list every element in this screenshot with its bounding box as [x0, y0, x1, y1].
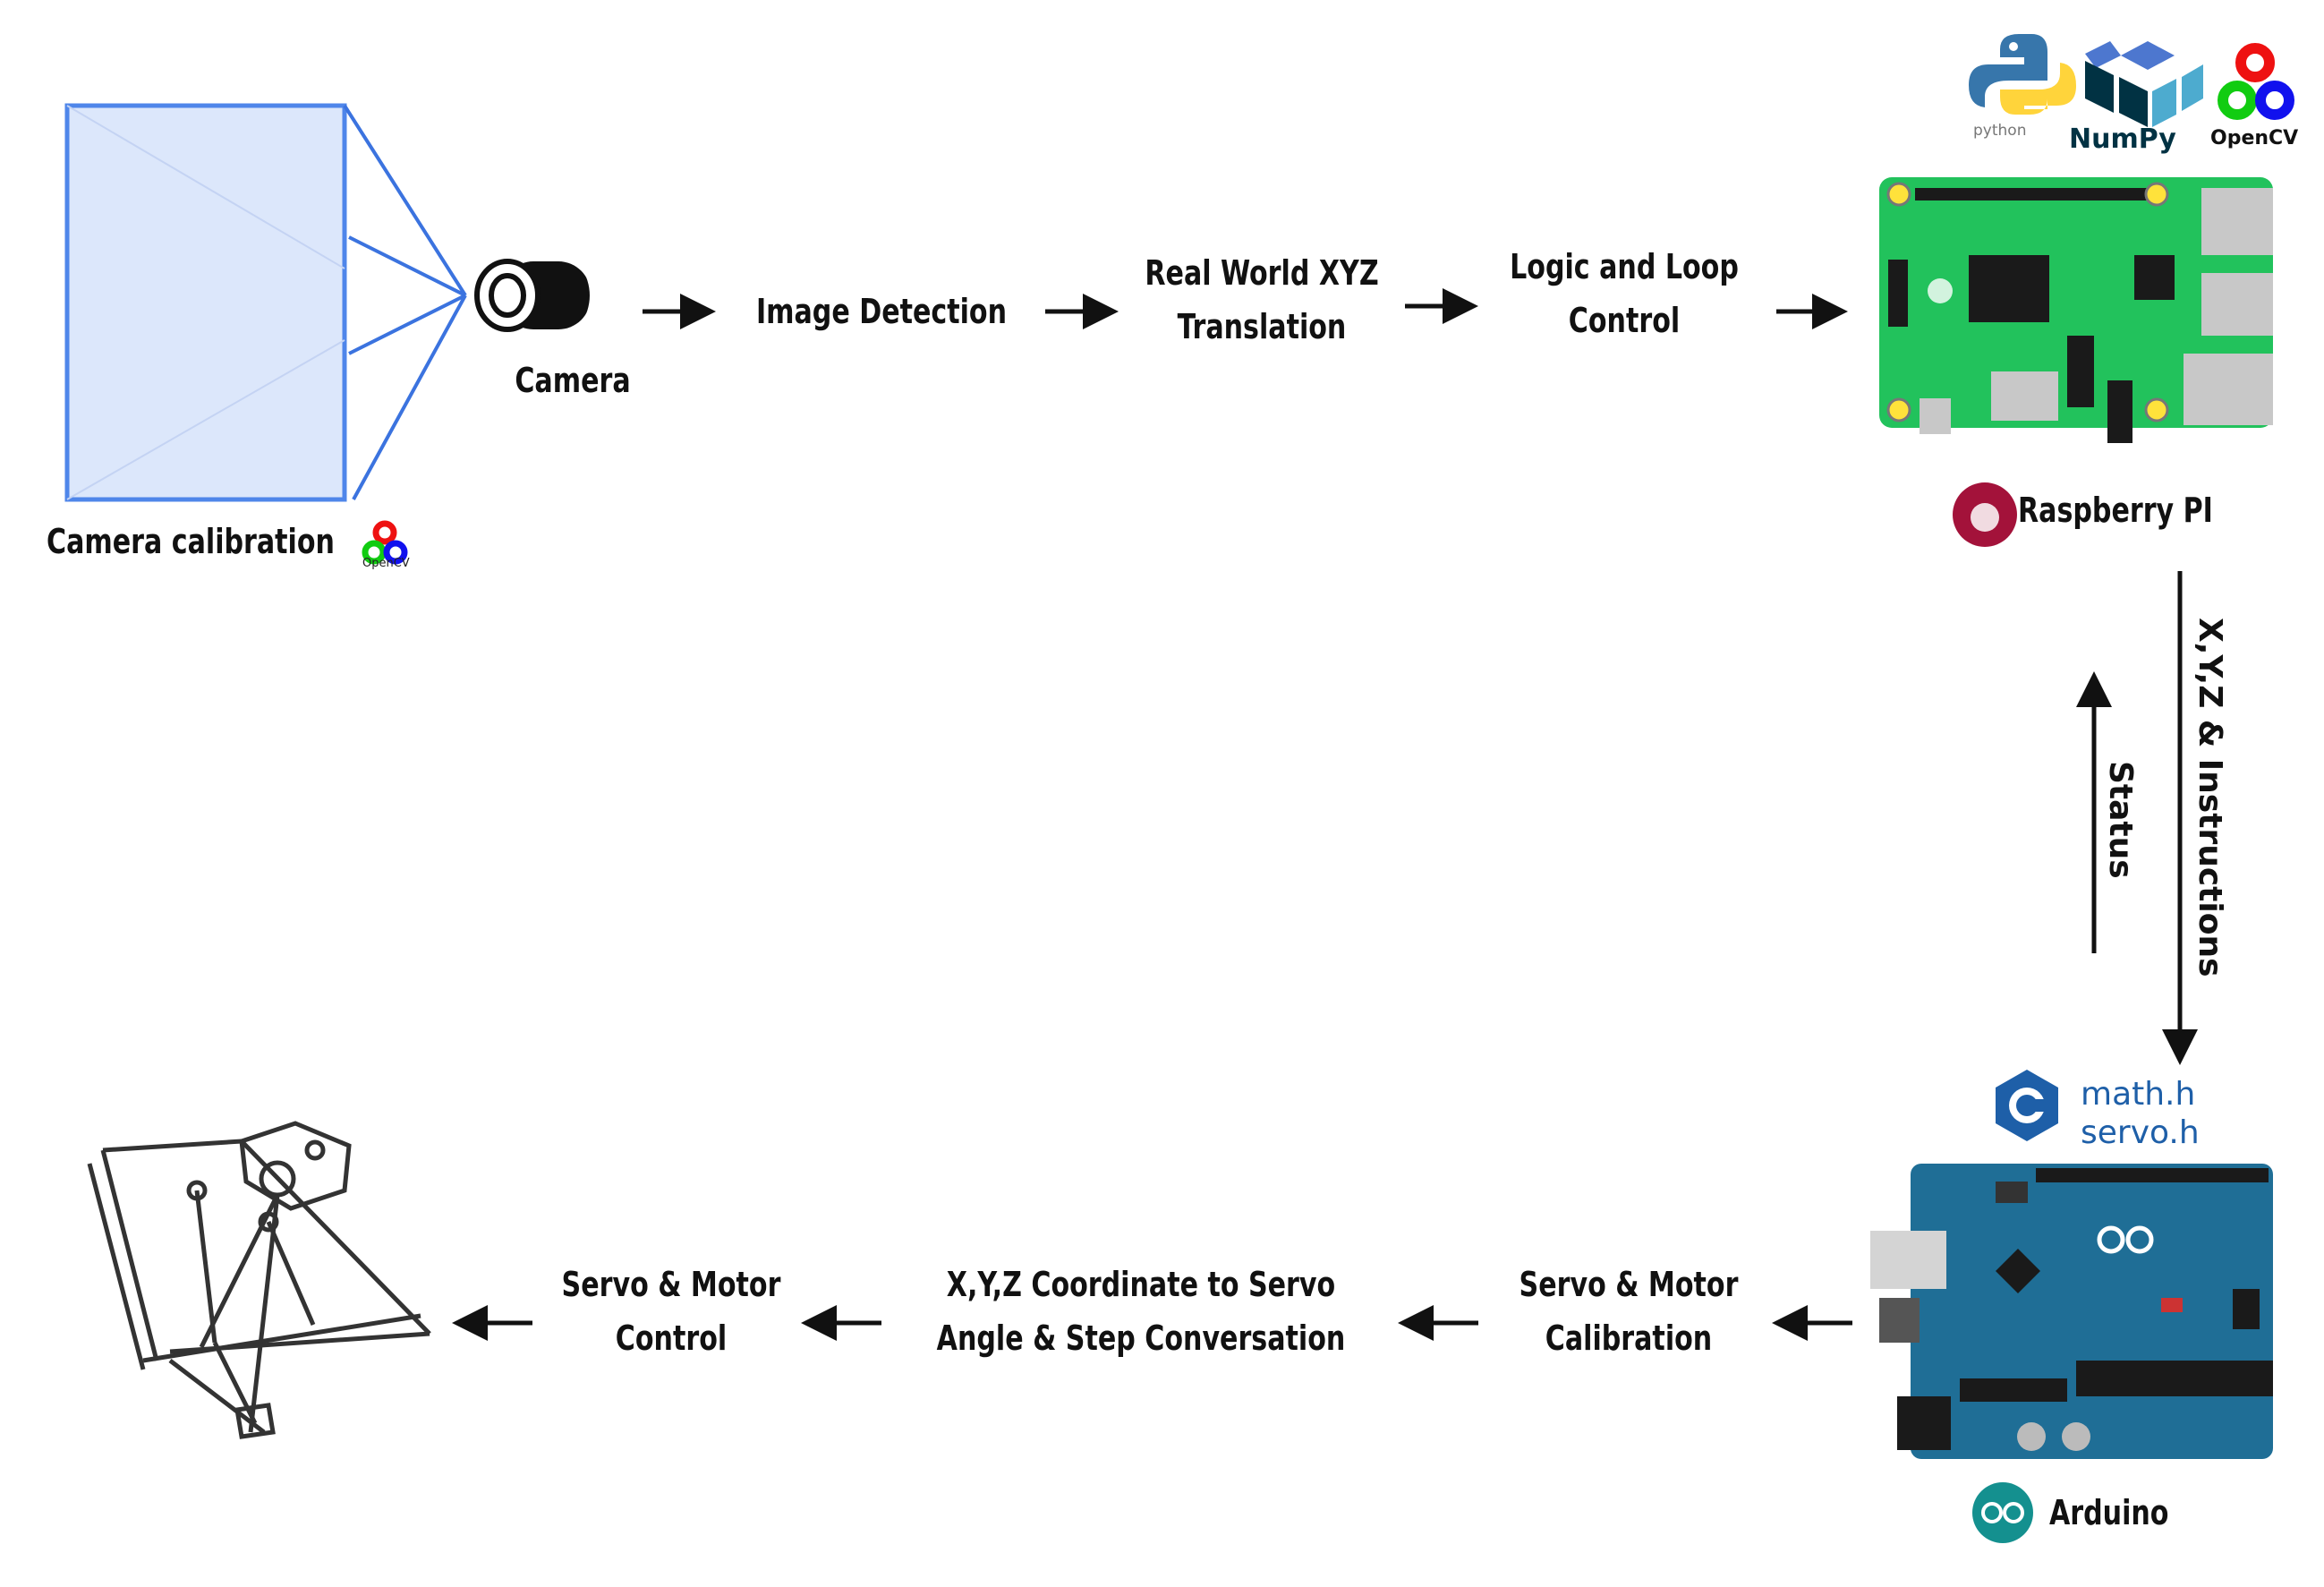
calibration-label-text: Camera calibration [47, 522, 335, 561]
camera-icon [474, 259, 593, 332]
image-detection-text: Image Detection [755, 292, 1008, 331]
numpy-label: NumPy [2069, 124, 2176, 155]
opencv-icon [2218, 43, 2294, 120]
arduino-label: Arduino [2049, 1486, 2254, 1540]
camera-label: Camera [486, 354, 660, 407]
coordinate-conversion-line-1: X,Y,Z Coordinate to Servo [946, 1265, 1336, 1304]
arduino-label-text: Arduino [2049, 1493, 2169, 1532]
numpy-icon [2085, 41, 2203, 127]
coordinate-conversion-line-2: Angle & Step Conversation [936, 1318, 1346, 1358]
python-label: python [1973, 122, 2027, 140]
raspberry-logo-icon [1953, 482, 2017, 547]
raspberry-label-text: Raspberry PI [2018, 491, 2213, 530]
xyz-translation-line-1: Real World XYZ [1145, 253, 1379, 293]
servo-control-label: Servo & Motor Control [537, 1258, 804, 1365]
arduino-logo-icon [1972, 1482, 2033, 1543]
xyz-translation-label: Real World XYZ Translation [1116, 246, 1408, 354]
opencv-label: OpenCV [2210, 127, 2299, 149]
logic-loop-line-1: Logic and Loop [1510, 247, 1739, 286]
logic-loop-line-2: Control [1568, 301, 1681, 340]
servo-control-line-2: Control [615, 1318, 728, 1358]
lib-servo-label: servo.h [2081, 1114, 2200, 1151]
servo-calibration-line-1: Servo & Motor [1519, 1265, 1739, 1304]
cpp-icon [1996, 1070, 2058, 1141]
arduino-board-icon [1870, 1164, 2273, 1459]
python-icon [1969, 34, 2076, 115]
raspberry-label: Raspberry PI [2018, 483, 2254, 537]
opencv-small-label: OpenCV [362, 557, 410, 570]
delta-robot-icon [87, 1121, 431, 1439]
raspberry-pi-board-icon [1879, 177, 2273, 443]
coordinate-conversion-label: X,Y,Z Coordinate to Servo Angle & Step C… [897, 1258, 1385, 1365]
servo-calibration-line-2: Calibration [1545, 1318, 1713, 1358]
camera-label-text: Camera [515, 361, 631, 400]
calibration-label: Camera calibration [45, 515, 336, 568]
lib-math-label: math.h [2081, 1076, 2196, 1113]
xyz-translation-line-2: Translation [1177, 307, 1347, 346]
image-detection-label: Image Detection [736, 285, 1027, 338]
calibration-board-icon [64, 103, 467, 502]
down-edge-label: X,Y,Z & Instructions [2192, 618, 2228, 977]
logic-loop-label: Logic and Loop Control [1478, 240, 1770, 347]
opencv-small-icon [362, 520, 408, 565]
up-edge-label: Status [2102, 761, 2139, 879]
servo-calibration-label: Servo & Motor Calibration [1487, 1258, 1771, 1365]
servo-control-line-1: Servo & Motor [561, 1265, 781, 1304]
